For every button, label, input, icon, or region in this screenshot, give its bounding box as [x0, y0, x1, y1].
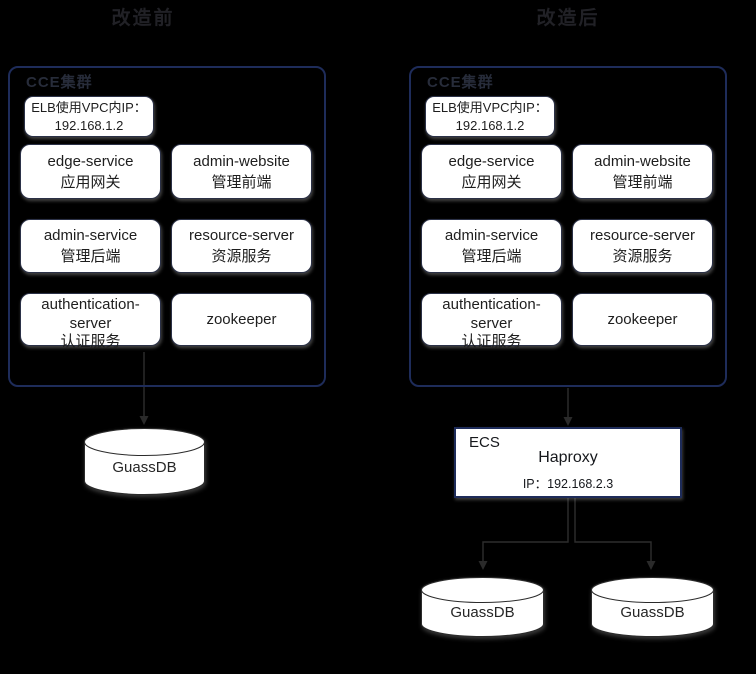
service-name: resource-server: [188, 227, 295, 244]
service-desc: 管理前端: [211, 173, 272, 191]
cce-cluster-label: CCE集群: [427, 74, 494, 91]
service-name: zookeeper: [206, 311, 277, 328]
guassdb-after-right: GuassDB: [591, 577, 714, 637]
service-name-line1: authentication-: [442, 296, 541, 313]
service-name-line2: server: [69, 314, 112, 332]
service-box-edge-service: edge-service 应用网关: [421, 144, 562, 199]
database-label: GuassDB: [450, 604, 515, 621]
service-name: zookeeper: [607, 311, 678, 328]
down-arrowhead-icon: [478, 561, 488, 570]
service-box-admin-service: admin-service 管理后端: [20, 219, 161, 273]
cce-cluster-before: CCE集群 ELB使用VPC内IP： 192.168.1.2 edge-serv…: [8, 66, 326, 387]
database-cylinder-icon: [84, 428, 205, 495]
service-name-line1: authentication-: [41, 296, 140, 313]
service-box-authentication-server: authentication- server 认证服务: [20, 293, 161, 350]
service-box-resource-server: resource-server 资源服务: [171, 219, 312, 273]
service-desc: 应用网关: [60, 173, 121, 191]
database-cylinder-icon: [421, 577, 544, 637]
before-title: 改造前: [111, 8, 175, 29]
ecs-haproxy-box: ECS Haproxy IP：192.168.2.3: [454, 427, 682, 498]
ecs-to-db-right-arrow-line: [574, 498, 652, 561]
service-name-line2: server: [470, 314, 513, 332]
service-box-admin-website: admin-website 管理前端: [171, 144, 312, 199]
service-desc: 资源服务: [211, 248, 272, 265]
after-title: 改造后: [536, 8, 600, 29]
service-box-resource-server: resource-server 资源服务: [572, 219, 713, 273]
service-name: edge-service: [47, 152, 134, 170]
service-box-edge-service: edge-service 应用网关: [20, 144, 161, 199]
ecs-to-db-left-arrow-line: [482, 498, 569, 561]
service-name: admin-service: [444, 227, 539, 244]
cce-cluster-after: CCE集群 ELB使用VPC内IP： 192.168.1.2 edge-serv…: [409, 66, 727, 387]
down-arrowhead-icon: [139, 416, 149, 425]
elb-ip-line2: 192.168.1.2: [54, 118, 124, 133]
service-box-zookeeper: zookeeper: [572, 293, 713, 346]
service-desc: 管理后端: [461, 248, 522, 265]
guassdb-before: GuassDB: [84, 428, 205, 495]
cce-cluster-label: CCE集群: [26, 74, 93, 91]
elb-ip-line2: 192.168.1.2: [455, 118, 525, 133]
haproxy-title: Haproxy: [538, 449, 598, 466]
service-name: resource-server: [589, 227, 696, 244]
service-name: edge-service: [448, 152, 535, 170]
down-arrowhead-icon: [563, 417, 573, 426]
haproxy-ip: IP：192.168.2.3: [522, 477, 614, 491]
service-box-authentication-server: authentication- server 认证服务: [421, 293, 562, 350]
service-desc: 资源服务: [612, 248, 673, 265]
service-desc: 应用网关: [461, 173, 522, 191]
service-desc: 管理前端: [612, 173, 673, 191]
service-name: admin-website: [193, 152, 290, 170]
database-cylinder-icon: [591, 577, 714, 637]
database-label: GuassDB: [112, 459, 177, 476]
database-label: GuassDB: [620, 604, 685, 621]
service-desc: 管理后端: [60, 248, 121, 265]
ecs-label: ECS: [469, 434, 500, 451]
elb-ip-line1: ELB使用VPC内IP：: [31, 100, 147, 115]
service-box-zookeeper: zookeeper: [171, 293, 312, 346]
service-desc: 认证服务: [60, 333, 121, 350]
down-arrowhead-icon: [646, 561, 656, 570]
elb-ip-box: ELB使用VPC内IP： 192.168.1.2: [425, 96, 555, 137]
service-box-admin-website: admin-website 管理前端: [572, 144, 713, 199]
service-name: admin-service: [43, 227, 138, 244]
guassdb-after-left: GuassDB: [421, 577, 544, 637]
elb-ip-line1: ELB使用VPC内IP：: [432, 100, 548, 115]
service-box-admin-service: admin-service 管理后端: [421, 219, 562, 273]
elb-ip-box: ELB使用VPC内IP： 192.168.1.2: [24, 96, 154, 137]
service-name: admin-website: [594, 152, 691, 170]
service-desc: 认证服务: [461, 333, 522, 350]
